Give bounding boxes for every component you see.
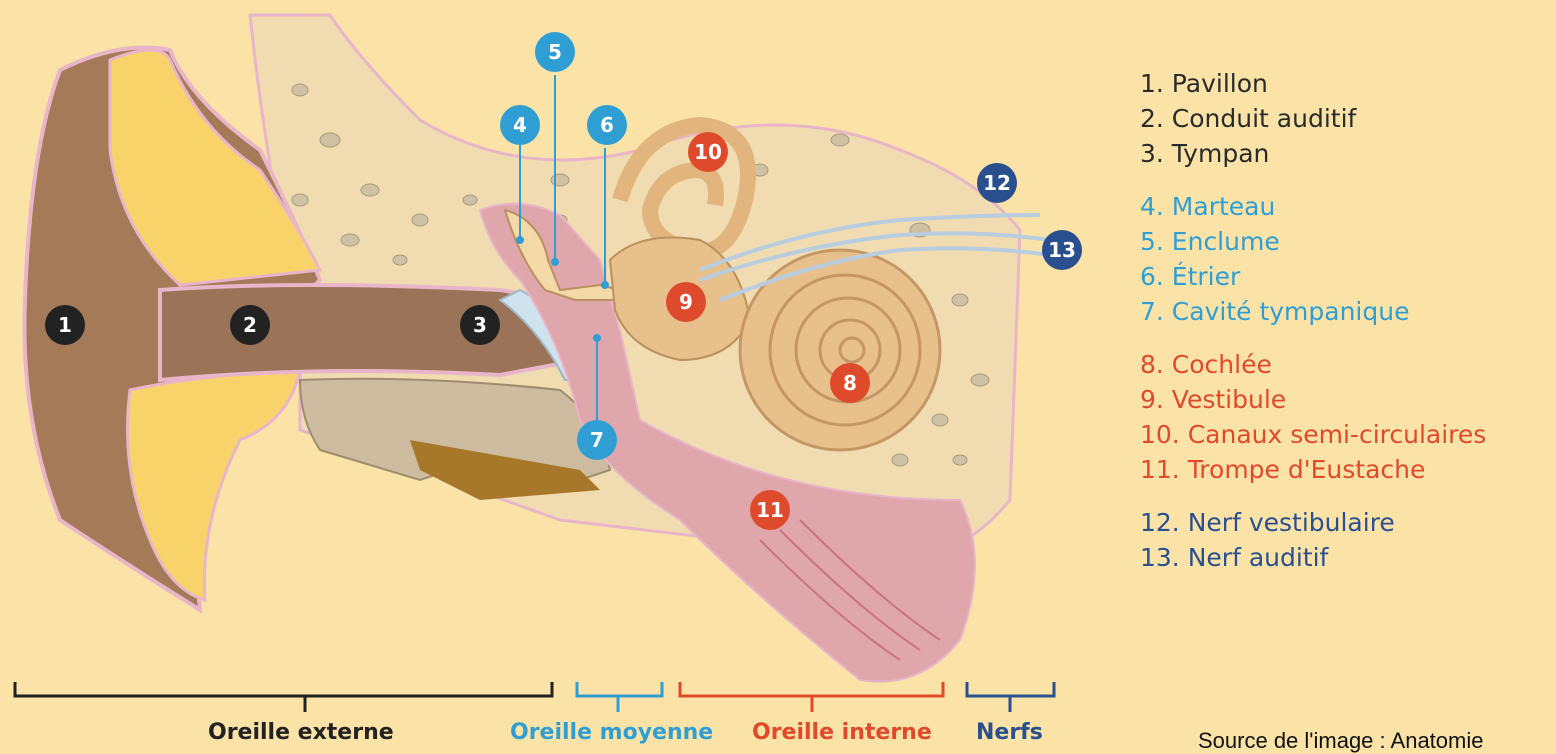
- marker-label-9: 9: [679, 290, 693, 314]
- marker-label-2: 2: [243, 313, 257, 337]
- legend-group-inner: 8. Cochlée 9. Vestibule 10. Canaux semi-…: [1140, 347, 1486, 487]
- legend-item: 6. Étrier: [1140, 259, 1486, 294]
- bracket-nerves: [967, 682, 1054, 712]
- marker-label-5: 5: [548, 40, 562, 64]
- label-nerfs: Nerfs: [976, 720, 1043, 745]
- marker-label-10: 10: [694, 140, 722, 164]
- label-oreille-externe: Oreille externe: [208, 720, 394, 745]
- legend-item: 1. Pavillon: [1140, 66, 1486, 101]
- bracket-outer: [15, 682, 552, 712]
- label-oreille-moyenne: Oreille moyenne: [510, 720, 713, 745]
- marker-label-1: 1: [58, 313, 72, 337]
- marker-label-3: 3: [473, 313, 487, 337]
- legend-item: 10. Canaux semi-circulaires: [1140, 417, 1486, 452]
- legend: 1. Pavillon 2. Conduit auditif 3. Tympan…: [1140, 66, 1486, 593]
- legend-group-outer: 1. Pavillon 2. Conduit auditif 3. Tympan: [1140, 66, 1486, 171]
- legend-item: 4. Marteau: [1140, 189, 1486, 224]
- legend-item: 13. Nerf auditif: [1140, 540, 1486, 575]
- label-oreille-interne: Oreille interne: [752, 720, 932, 745]
- legend-item: 5. Enclume: [1140, 224, 1486, 259]
- legend-item: 7. Cavité tympanique: [1140, 294, 1486, 329]
- legend-item: 12. Nerf vestibulaire: [1140, 505, 1486, 540]
- image-source-caption: Source de l'image : Anatomie: [1198, 728, 1483, 754]
- bracket-inner: [680, 682, 943, 712]
- marker-label-8: 8: [843, 371, 857, 395]
- marker-label-12: 12: [983, 171, 1011, 195]
- legend-item: 3. Tympan: [1140, 136, 1486, 171]
- legend-item: 11. Trompe d'Eustache: [1140, 452, 1486, 487]
- marker-label-13: 13: [1048, 238, 1076, 262]
- legend-group-middle: 4. Marteau 5. Enclume 6. Étrier 7. Cavit…: [1140, 189, 1486, 329]
- marker-label-11: 11: [756, 498, 784, 522]
- bracket-middle: [577, 682, 662, 712]
- marker-label-6: 6: [600, 113, 614, 137]
- legend-group-nerves: 12. Nerf vestibulaire 13. Nerf auditif: [1140, 505, 1486, 575]
- marker-label-4: 4: [513, 113, 527, 137]
- marker-label-7: 7: [590, 428, 604, 452]
- legend-item: 9. Vestibule: [1140, 382, 1486, 417]
- legend-item: 2. Conduit auditif: [1140, 101, 1486, 136]
- legend-item: 8. Cochlée: [1140, 347, 1486, 382]
